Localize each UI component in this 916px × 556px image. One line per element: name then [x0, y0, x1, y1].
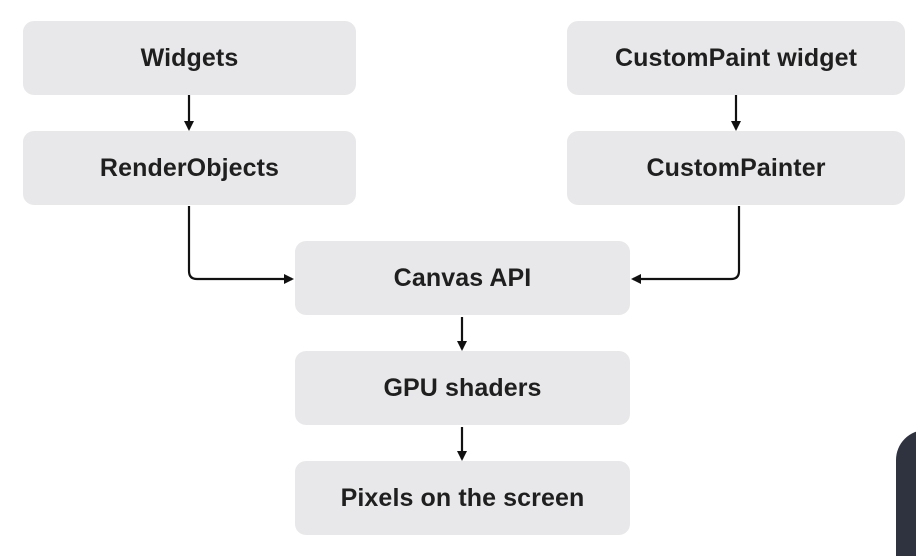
node-pixels-on-screen: Pixels on the screen [295, 461, 630, 535]
node-custompaint-widget: CustomPaint widget [567, 21, 905, 95]
node-custompaint-widget-label: CustomPaint widget [614, 43, 858, 72]
node-widgets: Widgets [23, 21, 356, 95]
node-render-objects: RenderObjects [23, 131, 356, 205]
node-custom-painter-label: CustomPainter [646, 153, 826, 182]
node-custom-painter: CustomPainter [567, 131, 905, 205]
node-canvas-api: Canvas API [295, 241, 630, 315]
node-render-objects-label: RenderObjects [99, 153, 280, 182]
node-canvas-api-label: Canvas API [393, 263, 532, 292]
node-gpu-shaders: GPU shaders [295, 351, 630, 425]
edge-renderobjects-to-canvas [187, 206, 294, 284]
edge-painter-to-canvas [631, 206, 741, 284]
presenter-silhouette [896, 430, 916, 556]
node-gpu-shaders-label: GPU shaders [383, 373, 542, 402]
node-widgets-label: Widgets [140, 43, 239, 72]
node-pixels-on-screen-label: Pixels on the screen [340, 483, 585, 512]
